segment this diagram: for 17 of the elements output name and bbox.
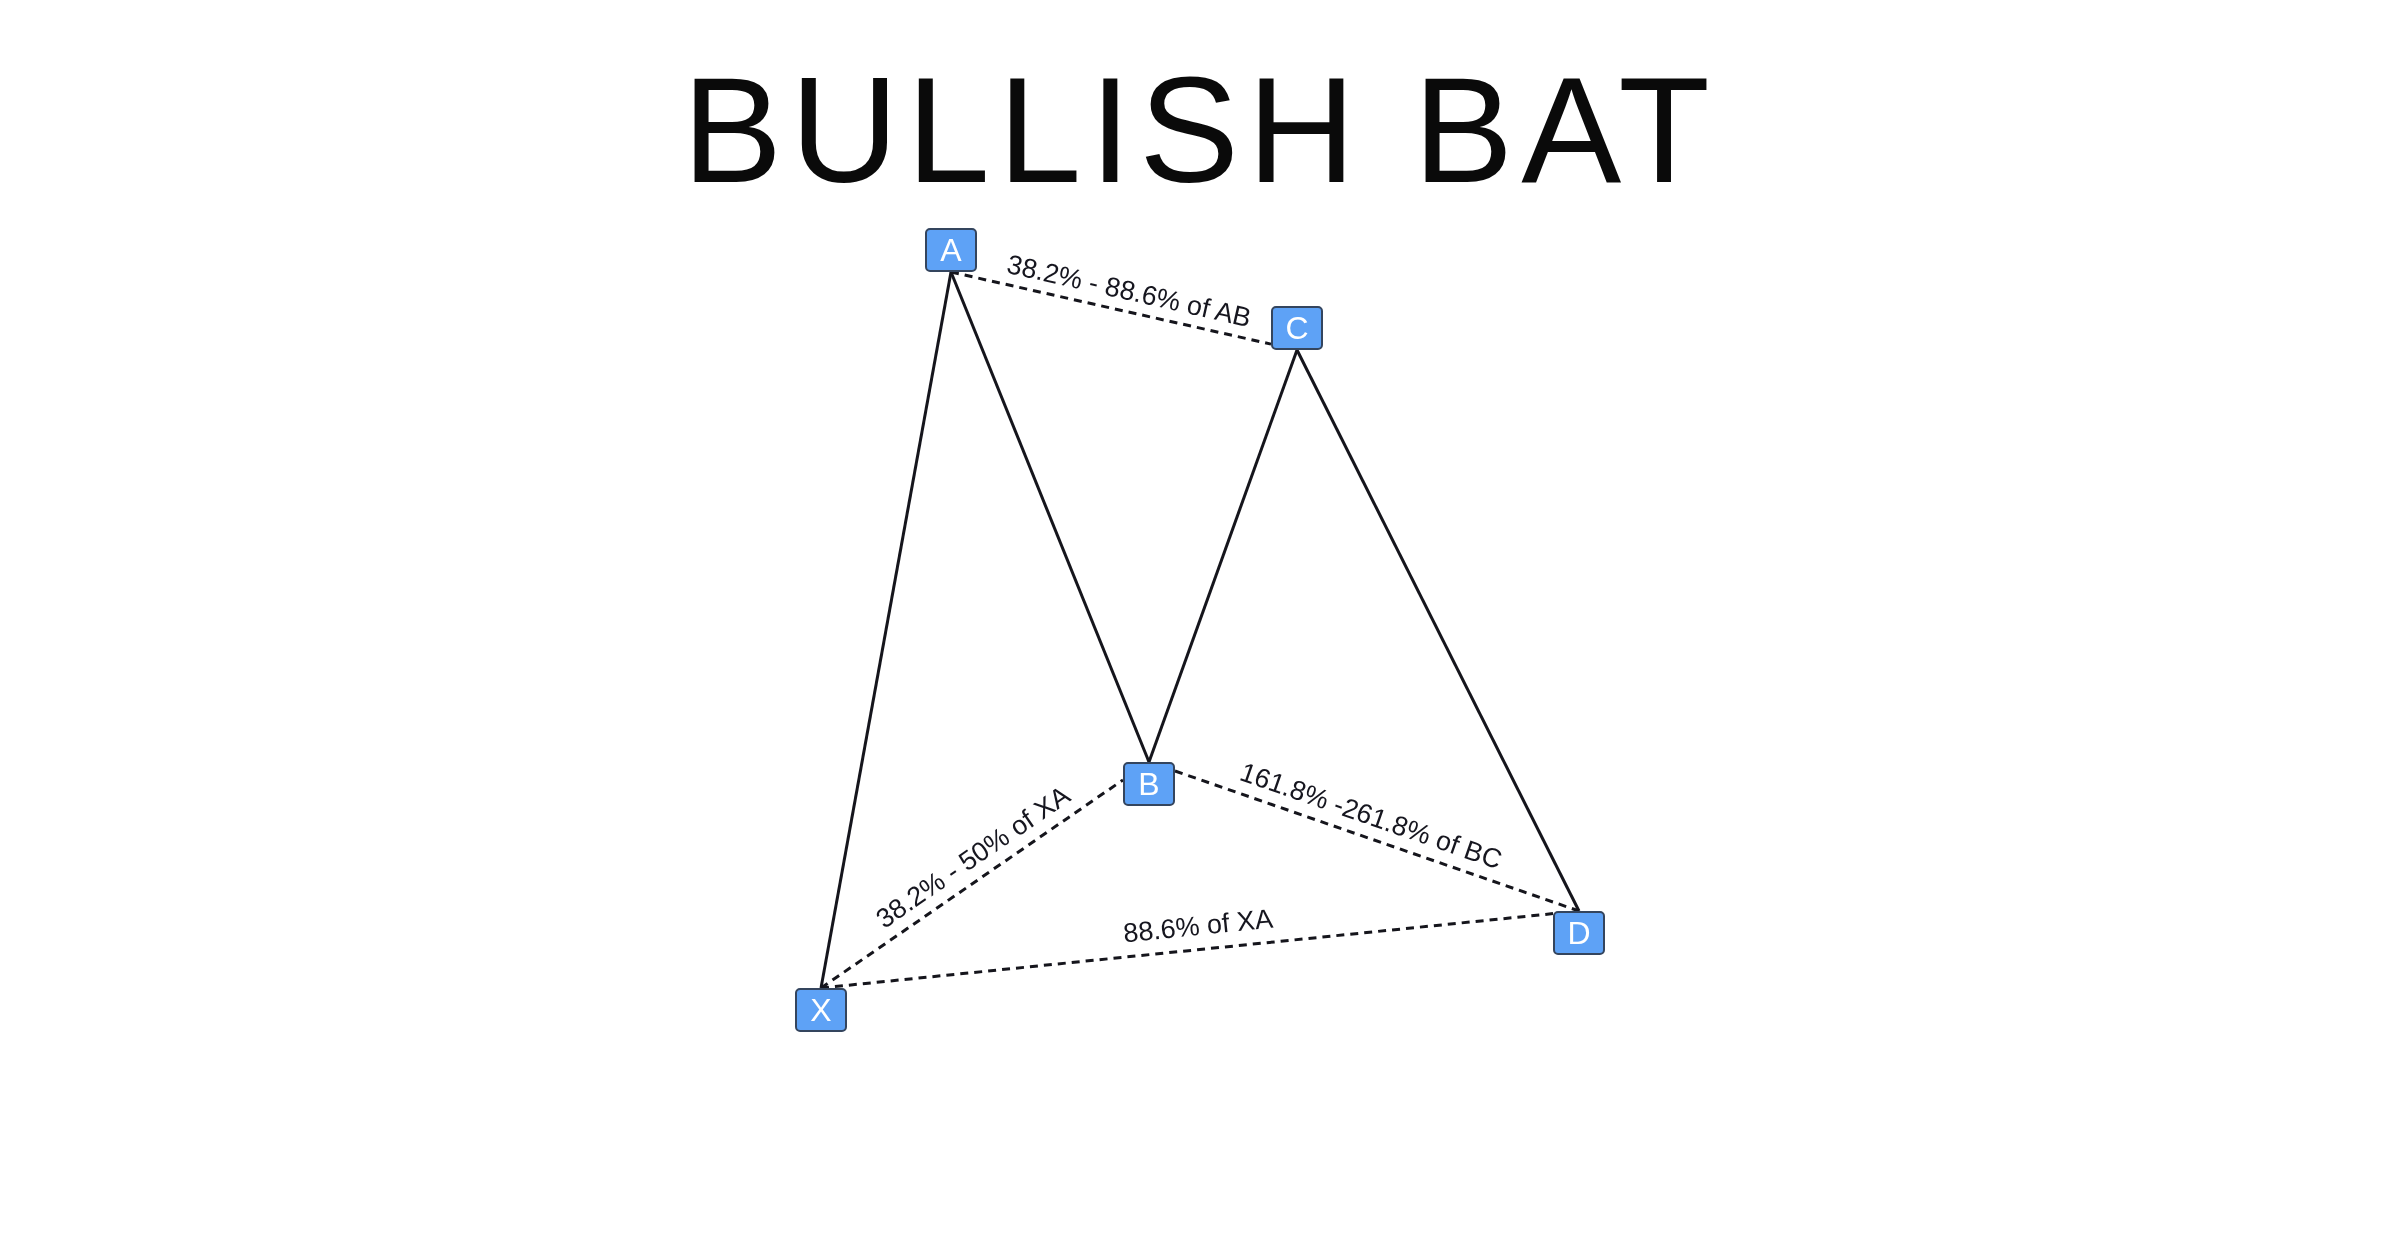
leg-line xyxy=(1295,349,1581,912)
leg-line xyxy=(949,271,1151,763)
edge-label: 161.8% -261.8% of BC xyxy=(1235,756,1507,875)
dashed-line xyxy=(950,270,1272,346)
dashed-line xyxy=(820,912,1554,990)
point-tag: D xyxy=(1553,911,1605,955)
leg-line xyxy=(1147,349,1299,763)
edge-label: 38.2% - 88.6% of AB xyxy=(1002,249,1255,332)
dashed-line xyxy=(820,778,1124,990)
point-tag: A xyxy=(925,228,977,272)
title: BULLISH BAT xyxy=(682,55,1718,205)
point-tag: X xyxy=(795,988,847,1032)
leg-line xyxy=(819,271,953,989)
dashed-line xyxy=(1174,769,1580,913)
edge-label: 88.6% of XA xyxy=(1120,903,1275,948)
point-tag: C xyxy=(1271,306,1323,350)
point-tag: B xyxy=(1123,762,1175,806)
